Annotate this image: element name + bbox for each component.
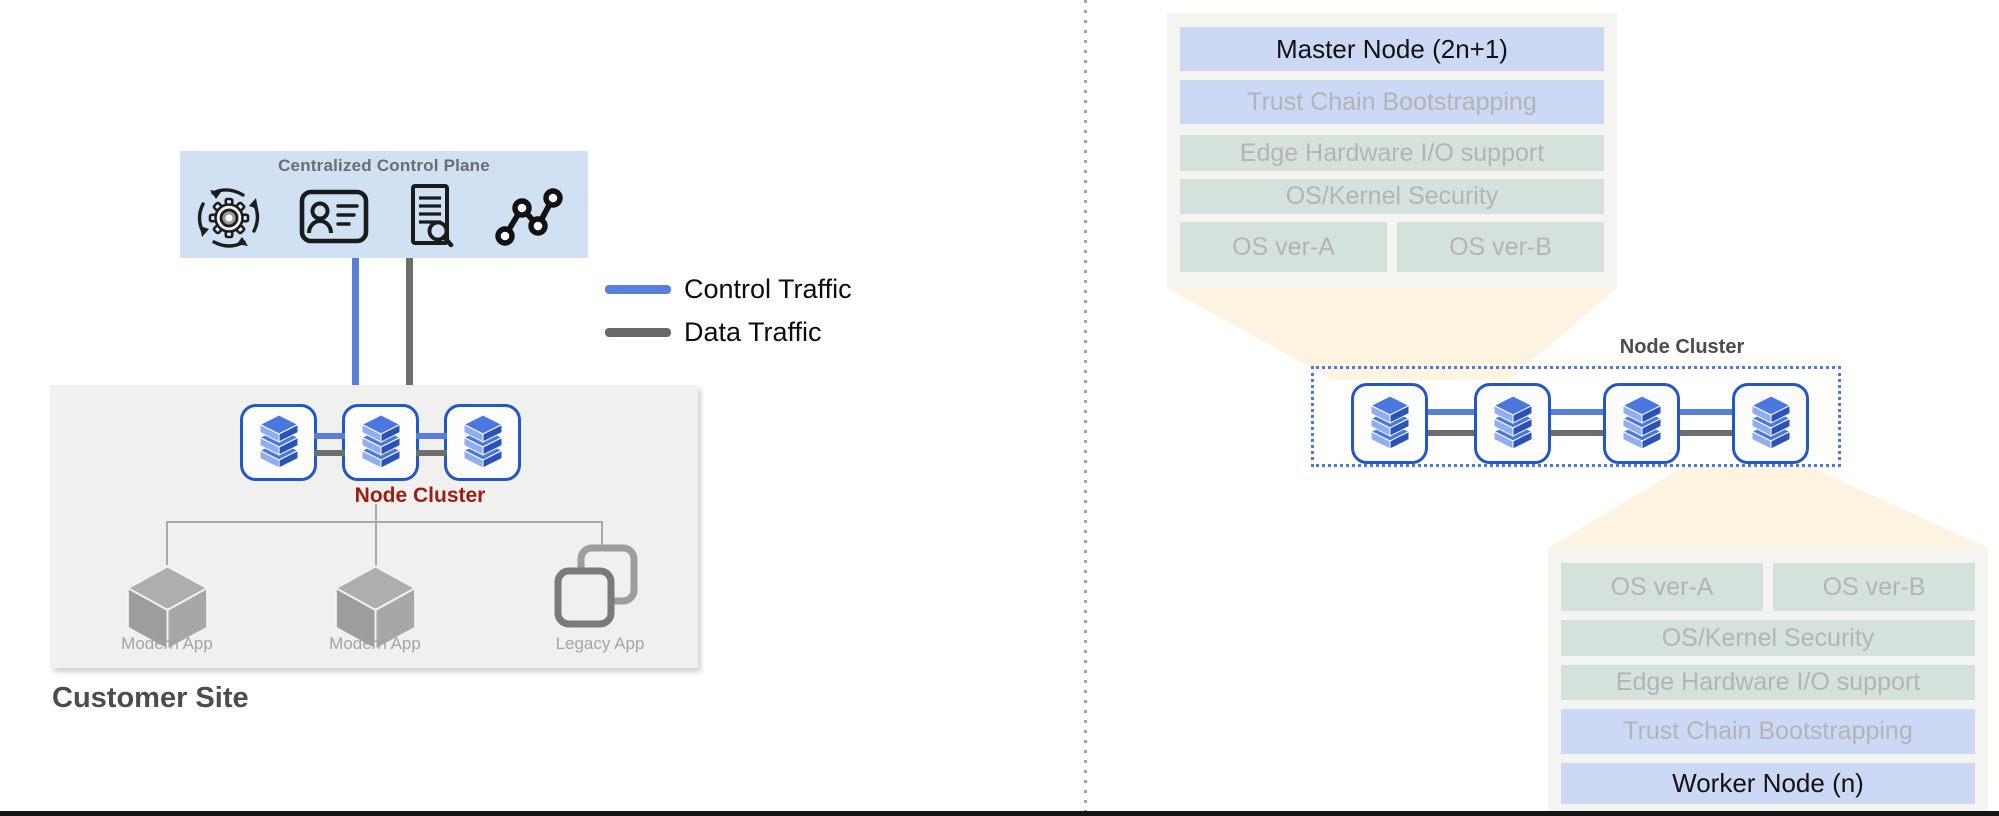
master-layer-trust-chain: Trust Chain Bootstrapping	[1180, 80, 1604, 124]
right-cluster-boundary	[1311, 366, 1841, 467]
node-stack-icon	[360, 413, 401, 469]
data-traffic-line	[406, 258, 413, 404]
legend: Control Traffic Data Traffic	[605, 272, 852, 349]
legend-label: Data Traffic	[684, 316, 822, 347]
worker-layer-edge-hw: Edge Hardware I/O support	[1561, 665, 1975, 700]
worker-layer-os-kernel: OS/Kernel Security	[1561, 620, 1975, 656]
cube-icon	[334, 565, 417, 651]
app-tree-line	[166, 521, 603, 523]
master-layer-edge-hw: Edge Hardware I/O support	[1180, 135, 1604, 171]
app-tree-line	[601, 521, 603, 550]
master-node-stack: Master Node (2n+1) Trust Chain Bootstrap…	[1167, 13, 1617, 288]
control-plane-title: Centralized Control Plane	[278, 156, 490, 175]
node-link-data	[314, 450, 345, 456]
cube-icon	[126, 565, 209, 651]
control-plane-box: Centralized Control Plane	[180, 151, 588, 258]
modern-app	[120, 560, 215, 657]
node-stack-icon	[1492, 394, 1533, 450]
cluster-node	[1603, 383, 1680, 464]
worker-os-ver-b: OS ver-B	[1773, 563, 1975, 611]
app-tree-line	[375, 504, 377, 566]
bottom-window-edge	[0, 811, 1999, 816]
master-os-ver-b: OS ver-B	[1397, 222, 1604, 272]
node-link-data	[1549, 430, 1605, 436]
cluster-node	[444, 404, 521, 481]
node-link-control	[1549, 409, 1605, 415]
node-stack-icon	[1369, 394, 1410, 450]
worker-os-ver-a: OS ver-A	[1561, 563, 1763, 611]
control-traffic-swatch	[605, 284, 671, 294]
master-os-ver-a: OS ver-A	[1180, 222, 1387, 272]
node-link-control	[1426, 409, 1476, 415]
control-plane-icons	[180, 176, 588, 257]
app-tree-line	[166, 521, 168, 565]
identity-badge-icon	[299, 188, 369, 251]
cluster-node	[1351, 383, 1428, 464]
node-link-control	[1678, 409, 1734, 415]
section-divider	[1084, 0, 1087, 816]
node-link-data	[1678, 430, 1734, 436]
cluster-node	[240, 404, 317, 481]
automation-gear-icon	[194, 182, 264, 257]
left-cluster-label: Node Cluster	[354, 484, 486, 507]
master-node-title: Master Node (2n+1)	[1180, 27, 1604, 71]
node-stack-icon	[1750, 394, 1791, 450]
legend-label: Control Traffic	[684, 273, 852, 304]
master-os-versions: OS ver-A OS ver-B	[1180, 222, 1604, 272]
node-link-control	[416, 433, 447, 439]
right-cluster-label: Node Cluster	[1619, 336, 1745, 358]
customer-site-label: Customer Site	[52, 682, 249, 714]
worker-layer-trust-chain: Trust Chain Bootstrapping	[1561, 709, 1975, 754]
legend-item-control-traffic: Control Traffic	[605, 272, 852, 306]
stacked-windows-icon	[554, 544, 638, 628]
modern-app	[328, 560, 423, 657]
control-traffic-line	[352, 258, 359, 404]
legend-item-data-traffic: Data Traffic	[605, 315, 852, 349]
app-label: Modern App	[121, 634, 213, 653]
worker-os-versions: OS ver-A OS ver-B	[1561, 563, 1975, 611]
node-stack-icon	[1621, 394, 1662, 450]
node-link-data	[416, 450, 447, 456]
analytics-graph-icon	[492, 186, 564, 253]
master-layer-os-kernel: OS/Kernel Security	[1180, 179, 1604, 214]
worker-node-title: Worker Node (n)	[1561, 763, 1975, 804]
cluster-node	[1474, 383, 1551, 464]
node-stack-icon	[258, 413, 299, 469]
app-label: Modern App	[329, 634, 421, 653]
node-link-data	[1426, 430, 1476, 436]
node-stack-icon	[462, 413, 503, 469]
cluster-node	[342, 404, 419, 481]
worker-node-funnel	[1548, 467, 1988, 548]
app-label: Legacy App	[555, 634, 645, 653]
cluster-node	[1732, 383, 1809, 464]
legacy-app	[550, 544, 642, 637]
audit-document-icon	[403, 183, 457, 256]
worker-node-stack: OS ver-A OS ver-B OS/Kernel Security Edg…	[1548, 548, 1988, 816]
node-link-control	[314, 433, 345, 439]
data-traffic-swatch	[605, 327, 671, 337]
